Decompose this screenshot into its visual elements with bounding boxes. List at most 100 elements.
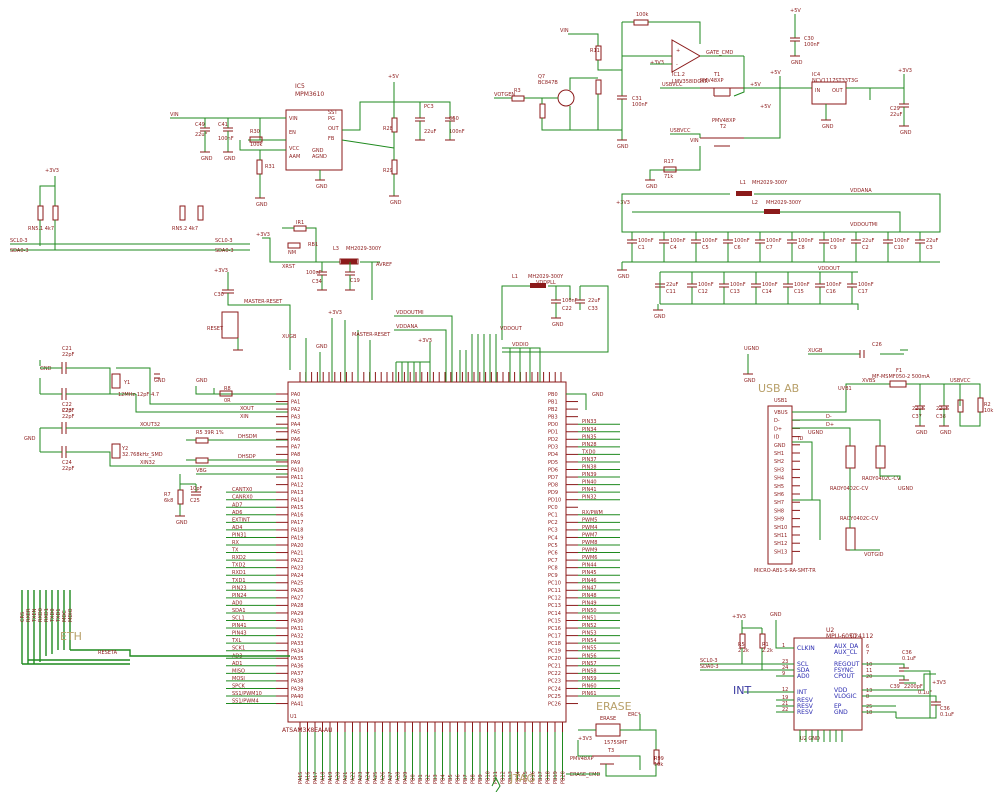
cap-ref: C2	[862, 245, 869, 251]
svg-text:22uF: 22uF	[890, 112, 903, 118]
u2-part: MPU-6050	[826, 633, 857, 640]
u2-right-pin-num: 20	[866, 674, 872, 680]
u1-right-net: PIN38	[582, 465, 597, 471]
u1-right-net: PIN61	[582, 691, 597, 697]
svg-text:10pF: 10pF	[190, 486, 203, 492]
u1-body	[287, 381, 567, 723]
svg-text:GND: GND	[390, 200, 402, 206]
transistor-q7	[557, 89, 575, 107]
u1-left-pin-label: PA8	[291, 452, 300, 458]
u1-bottom-net: PB18	[546, 771, 552, 784]
usb-pin-label: SH3	[774, 467, 784, 473]
gate-cmd-label: GATE_CMD	[706, 50, 733, 56]
svg-text:R2: R2	[984, 402, 991, 408]
l2-label: L2	[752, 200, 758, 206]
svg-text:EN: EN	[289, 130, 296, 136]
u1-right-pin-label: PC2	[548, 520, 558, 526]
svg-text:22uF: 22uF	[424, 129, 437, 135]
u1-right-pin-label: PB2	[548, 407, 558, 413]
svg-text:100k: 100k	[636, 12, 649, 18]
r5-label: R5	[738, 642, 745, 648]
svg-text:XVBS: XVBS	[862, 378, 875, 384]
u1-right-net: PIN37	[582, 457, 597, 463]
u1-right-pin-label: PC15	[548, 618, 561, 624]
u1-right-pin-label: PD8	[548, 482, 558, 488]
ic5-part: MPM3610	[295, 91, 324, 98]
svg-text:IR1: IR1	[296, 220, 304, 226]
u1-right-net: PWM4	[582, 525, 597, 531]
ic5-name: IC5	[295, 83, 305, 90]
cap-value: 100nF	[766, 238, 782, 244]
u2-left-pin-num: 19	[782, 695, 788, 701]
u1-bottom-net: PA17	[313, 772, 319, 784]
svg-text:DHSDM: DHSDM	[238, 434, 257, 440]
u1-right-pin-label: PD5	[548, 460, 558, 466]
crystal-block: GND C21 22pF C22 22pF Y1 12MHz-12pF-4.7 …	[24, 346, 288, 526]
svg-text:+5V: +5V	[790, 8, 801, 14]
usb-pin-label: SH8	[774, 508, 784, 514]
svg-text:AVREF: AVREF	[376, 262, 392, 268]
svg-text:RESETA: RESETA	[98, 650, 118, 656]
usb-part: MICRO-AB1-S-RA-SMT-TR	[754, 568, 816, 574]
u1-right-pin-label: PD6	[548, 467, 558, 473]
f1-label: F1	[896, 368, 902, 374]
svg-text:SCL0-3: SCL0-3	[215, 238, 233, 244]
svg-text:C24: C24	[62, 460, 72, 466]
cap-value: 22uF	[862, 238, 875, 244]
u1-right-pin-label: PD2	[548, 437, 558, 443]
u1-bottom-net: PB2	[426, 774, 432, 784]
eth-net: CRS	[20, 612, 26, 622]
u1-right-net: PIN54	[582, 638, 597, 644]
u1-bottom-net: PA28	[396, 772, 402, 784]
svg-text:Y1: Y1	[123, 380, 130, 386]
ic4-name: IC4	[812, 72, 820, 78]
u1-right-net: PIN58	[582, 668, 597, 674]
u1-left-pin-label: PA15	[291, 505, 303, 511]
u1-right-pin-label: PC24	[548, 686, 561, 692]
u2-right-pin: VDD	[834, 687, 848, 694]
u2-right-pin-num: 6	[866, 644, 869, 650]
u1-left-pin-label: PA34	[291, 649, 303, 655]
u1-left-net: RXD1	[232, 570, 246, 576]
u1-left-pin-label: PA13	[291, 490, 303, 496]
u1-left-net: AD7	[232, 502, 242, 508]
u1-right-pin-label: PC23	[548, 679, 561, 685]
u2-left-pin: SCL	[797, 661, 809, 668]
svg-text:GND: GND	[552, 322, 564, 328]
svg-text:0.1uF: 0.1uF	[902, 656, 916, 662]
svg-text:C22: C22	[62, 402, 72, 408]
u1-right-net: PIN50	[582, 608, 597, 614]
cap-ref: C5	[702, 245, 709, 251]
u1-left-net: PIN23	[232, 585, 247, 591]
xout32-label: XOUT32	[140, 422, 160, 428]
u1-bottom-net: PB9	[478, 774, 484, 784]
r1-label: R1	[762, 642, 769, 648]
u1-right-net: PIN34	[582, 427, 597, 433]
erase-block: ERASE ERASE 1575SMT ERC* R99 10k PMV48XP…	[566, 700, 664, 778]
svg-text:C37: C37	[912, 414, 922, 420]
svg-text:GND: GND	[822, 124, 834, 130]
u1-left-net: SS1/PWM10	[232, 691, 262, 697]
svg-text:SST: SST	[328, 110, 338, 116]
svg-text:+5V: +5V	[760, 104, 771, 110]
svg-text:GND: GND	[791, 60, 803, 66]
cap-ref: C11	[666, 289, 676, 295]
u1-bottom-net: PA24	[366, 772, 372, 784]
xin-label: XIN	[240, 414, 249, 420]
u1-bottom-net: PA18	[321, 772, 327, 784]
cap-value: 100nF	[698, 282, 714, 288]
u1-right-net: PIN41	[582, 487, 597, 493]
svg-text:22uF: 22uF	[912, 406, 925, 412]
u2-right-pin-num: 7	[866, 650, 869, 656]
reset-block: +3V3 C30 MASTER-RESET RESET	[207, 268, 291, 370]
svg-text:0.1uF: 0.1uF	[940, 712, 954, 718]
u1-right-pin-label: PC11	[548, 588, 561, 594]
u1-left-net: MOSI	[232, 676, 245, 682]
u1-left-net: CANTX0	[232, 487, 252, 493]
usb-pin-label: D+	[774, 426, 782, 432]
svg-text:OUT: OUT	[328, 126, 340, 132]
svg-text:+3V3: +3V3	[650, 60, 664, 66]
u1-bottom-net: PB0	[411, 774, 417, 784]
